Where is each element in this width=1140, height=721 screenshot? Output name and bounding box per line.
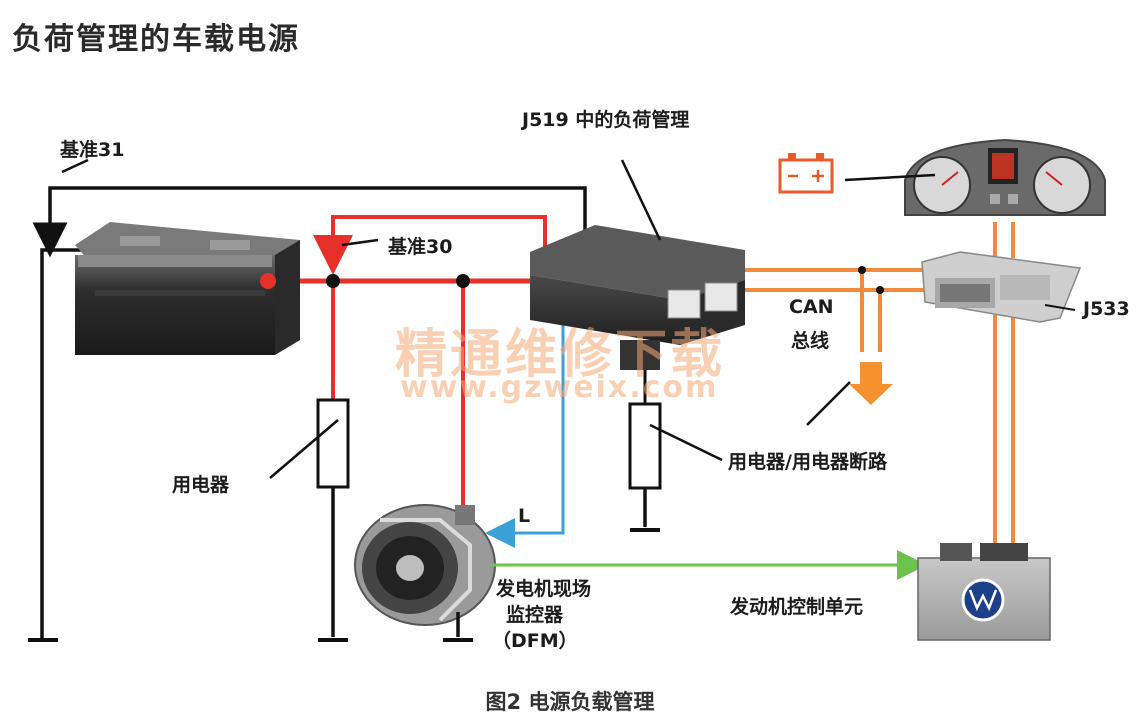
dfm-label-line2: 监控器 <box>506 604 564 626</box>
consumer-resistor <box>269 398 350 642</box>
dfm-label-line1: 发电机现场 <box>496 578 592 600</box>
can-bus <box>745 222 1015 543</box>
can-label: CAN <box>789 296 834 318</box>
engine-control-unit <box>917 543 1051 641</box>
j533-label: J533 <box>1083 298 1130 320</box>
page-title: 负荷管理的车载电源 <box>12 22 300 57</box>
battery <box>75 222 300 355</box>
figure-caption: 图2 电源负载管理 <box>485 690 655 714</box>
power-line <box>275 215 547 510</box>
ecu-label: 发动机控制单元 <box>730 596 864 618</box>
j533-gateway <box>921 251 1082 323</box>
ground30-label: 基准30 <box>388 236 453 258</box>
battery-warning-icon <box>778 153 834 194</box>
j519-label: J519 中的负荷管理 <box>522 109 690 131</box>
l-line-label: L <box>518 505 531 527</box>
instrument-cluster <box>844 138 1106 216</box>
watermark-cn: 精通维修下载 <box>395 325 726 385</box>
ground31-line <box>28 158 587 642</box>
dfm-label-line3: （DFM） <box>492 630 578 652</box>
alternator <box>354 504 496 642</box>
consumer-cutoff-resistor <box>628 370 723 532</box>
consumer-cutoff-label: 用电器/用电器断路 <box>728 451 887 473</box>
watermark-url: www.gzweix.com <box>400 370 719 405</box>
ground31-label: 基准31 <box>60 139 125 161</box>
j519-unit <box>530 159 745 370</box>
can-bus-label: 总线 <box>791 330 830 352</box>
consumer-label: 用电器 <box>172 474 230 496</box>
l-line <box>485 293 578 548</box>
